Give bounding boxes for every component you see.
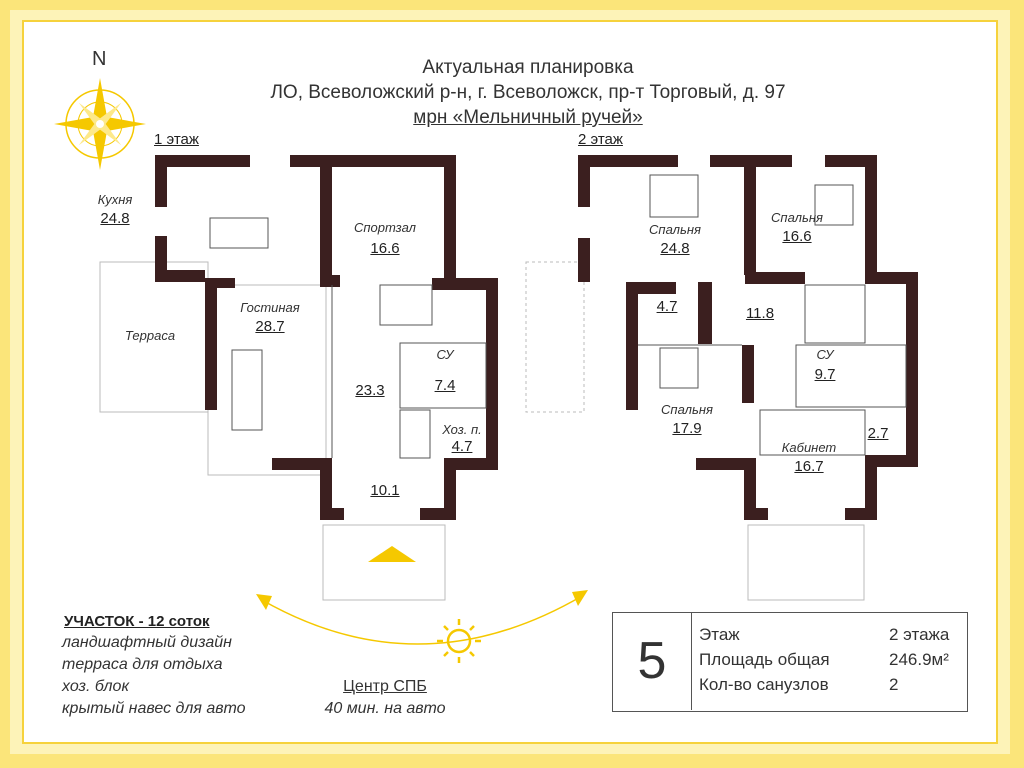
room-vestibule-area: 10.1 [370,482,400,499]
room-bedroom1-name: Спальня [649,222,701,237]
room-living-area: 28.7 [255,318,285,335]
entrance-arrow-icon [368,546,416,562]
room-hall2-area: 11.8 [745,305,775,322]
room-bathroom1-name: СУ [436,347,454,362]
room-terrace-name: Терраса [124,328,176,343]
header-title: Актуальная планировка [422,57,634,78]
room-kitchen-name: Кухня [97,192,133,207]
info-floors-label: Этаж [699,625,740,644]
compass-north-label: N [92,48,107,70]
sun-path-arrow-right-icon [572,590,588,606]
info-box: 5 Этаж 2 этажа Площадь общая 246.9м² Кол… [612,612,968,712]
room-closet-area: 2.7 [867,425,889,442]
room-utility-area: 4.7 [451,438,473,455]
sun-icon [437,619,481,663]
header-district: мрн «Мельничный ручей» [413,107,643,128]
room-bedroom3-area: 17.9 [672,420,702,437]
floor1-label: 1 этаж [154,131,199,148]
plot-item: терраса для отдыха [62,656,223,673]
room-bedroom1-area: 24.8 [660,240,690,257]
room-bathroom1-area: 7.4 [434,377,456,394]
room-utility-name: Хоз. п. [442,422,482,437]
room-bedroom2-name: Спальня [771,210,823,225]
room-gym-name: Спортзал [354,220,416,235]
floor2-interior [638,174,907,456]
room-living-name: Гостиная [240,300,300,315]
floor1-interior [209,217,487,459]
room-gym-area: 16.6 [370,240,400,257]
info-area-value: 246.9м² [889,650,949,669]
plot-item: ландшафтный дизайн [62,634,232,651]
floor2-balcony-outline [525,261,585,413]
floor2-walls [578,155,918,520]
room-storage-area: 4.7 [656,298,678,315]
header-address: ЛО, Всеволожский р-н, г. Всеволожск, пр-… [270,82,786,103]
room-bedroom2-area: 16.6 [782,228,812,245]
plot-title: УЧАСТОК - 12 соток [64,613,210,630]
plot-item: хоз. блок [62,678,129,695]
floor1-entrance-terrace-outline [322,524,446,601]
room-hall-area: 23.3 [355,382,385,399]
room-bedroom3-name: Спальня [661,402,713,417]
center-title: Центр СПБ [343,678,427,695]
info-bathrooms-value: 2 [889,675,899,694]
plot-item: крытый навес для авто [62,700,246,717]
sun-path [261,595,583,645]
info-bathrooms-label: Кол-во санузлов [699,675,829,694]
layout-number: 5 [613,613,692,710]
floor1-walls [155,155,498,520]
info-area-label: Площадь общая [699,650,830,669]
floor2-terrace-outline [747,524,865,601]
room-bathroom2-area: 9.7 [814,366,836,383]
room-kitchen-area: 24.8 [100,210,130,227]
room-study-name: Кабинет [781,440,837,455]
room-study-area: 16.7 [794,458,824,475]
floor2-label: 2 этаж [578,131,623,148]
info-floors-value: 2 этажа [889,625,950,644]
sun-path-arrow-left-icon [256,594,272,610]
center-subtitle: 40 мин. на авто [324,700,446,717]
room-bathroom2-name: СУ [816,347,834,362]
